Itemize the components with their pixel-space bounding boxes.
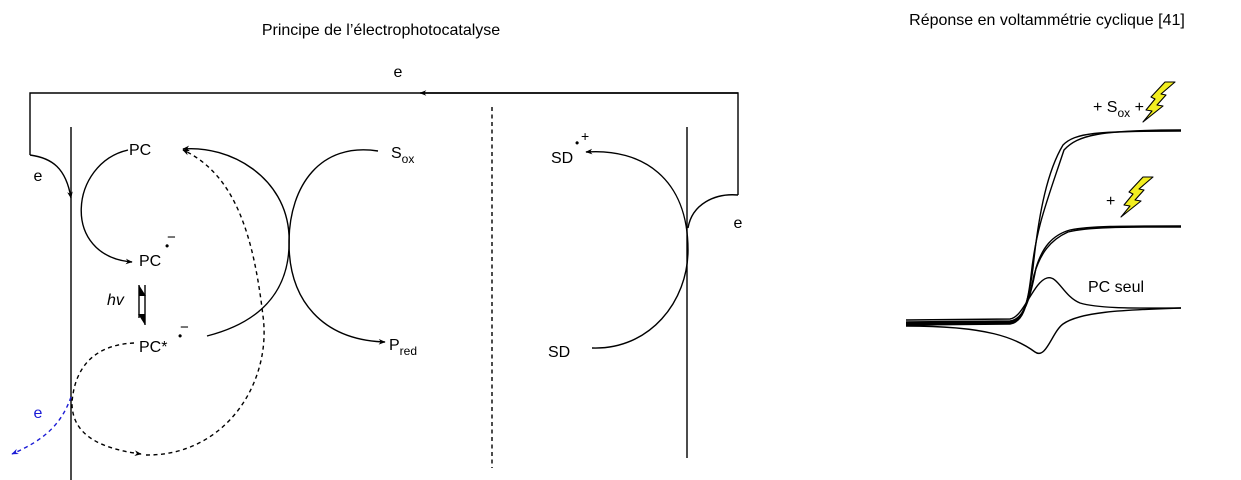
plus-charge: + (581, 128, 589, 144)
pc-label: PC (129, 142, 151, 159)
cv-curve-pc-only-return (905, 307, 1182, 355)
product-label: Pred (389, 337, 417, 358)
dashed-decay-path-lower (71, 342, 142, 456)
electron-label-right: e (734, 215, 743, 232)
cv-label-sox-light: + Sox + (1093, 99, 1144, 120)
cathode-electron-arrow (29, 154, 73, 199)
lightning-icon (1120, 176, 1154, 218)
cv-curve-light-2 (905, 226, 1182, 325)
substrate-label: Sox (391, 145, 414, 166)
hv-up-arrow-head (139, 285, 146, 296)
dashed-decay-path-return (145, 149, 265, 456)
radical-dot: • (575, 136, 579, 150)
lightning-icon (1142, 81, 1176, 123)
hv-label: hv (107, 292, 125, 309)
minus-charge: − (167, 229, 176, 246)
anode-electron-arrow (687, 194, 739, 229)
sd-oxidation-arrow (585, 148, 689, 349)
cv-curve-pc-only-forward (905, 277, 1182, 321)
cv-label-light: + (1106, 193, 1115, 210)
excited-pc-label: PC* (139, 339, 167, 356)
substrate-reduction-arrow (288, 149, 386, 345)
sacrificial-donor-label: SD (548, 344, 570, 361)
cv-plot (905, 129, 1182, 355)
radical-dot: • (165, 239, 169, 253)
radical-dot: • (178, 329, 182, 343)
external-circuit-wire (29, 92, 739, 195)
minus-charge: − (180, 319, 189, 336)
hv-down-arrow-head (138, 314, 145, 325)
sd-radical-cation-label: SD (551, 150, 573, 167)
electron-loss-arrow (11, 396, 72, 455)
electron-label-blue: e (34, 405, 43, 422)
pc-reduction-arrow (80, 149, 133, 265)
cv-title: Réponse en voltammétrie cyclique [41] (909, 12, 1185, 29)
diagram-title: Principe de l’électrophotocatalyse (262, 22, 500, 39)
excited-state-turnover-arrow (182, 145, 290, 337)
electron-label-top: e (394, 64, 403, 81)
pc-radical-anion-label: PC (139, 253, 161, 270)
electron-label-left: e (34, 168, 43, 185)
cv-label-pc-only: PC seul (1088, 279, 1144, 296)
